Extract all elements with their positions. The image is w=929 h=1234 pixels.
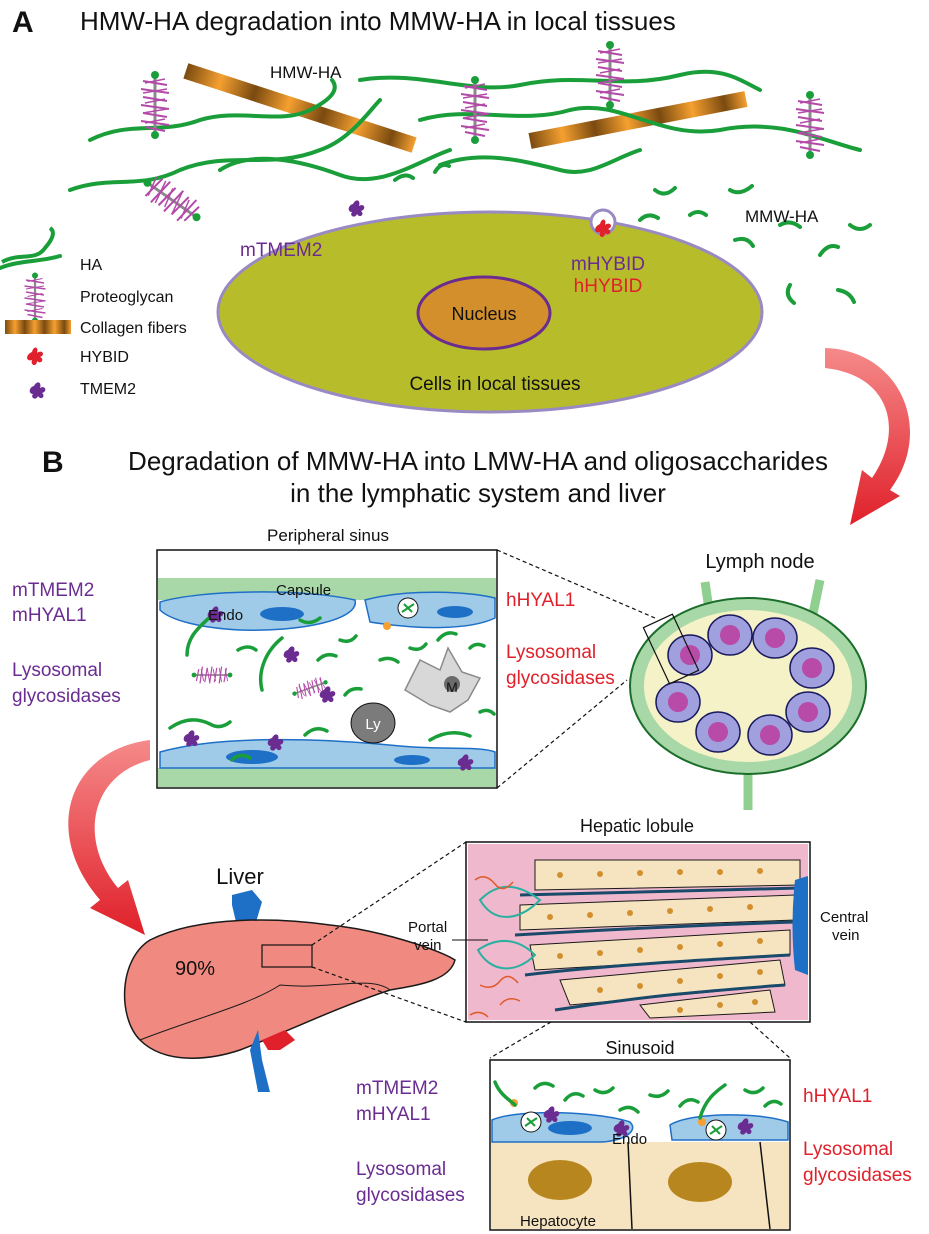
hepatic-lobule — [465, 841, 811, 1023]
mhybid-label: mHYBID — [571, 254, 645, 275]
liver-title: Liver — [216, 864, 264, 889]
peripheral-sinus-title: Peripheral sinus — [267, 526, 389, 545]
ha-icon — [1, 226, 55, 264]
capsule-label: Capsule — [276, 582, 331, 599]
nucleus — [416, 275, 552, 351]
legend-collagen-label: Collagen fibers — [80, 320, 187, 337]
panel-b-title-line2: in the lymphatic system and liver — [290, 478, 666, 508]
sinus-mouse-lyso-1: Lysosomal — [12, 660, 102, 681]
panel-a-letter: A — [12, 6, 34, 39]
mtmem2-label: mTMEM2 — [240, 240, 322, 261]
central-vein-label-1: Central — [820, 909, 868, 926]
sinusoid-mtmem2: mTMEM2 — [356, 1078, 438, 1099]
collagen-icon — [5, 320, 71, 334]
sinusoid-mhyal1: mHYAL1 — [356, 1104, 431, 1125]
capsule-bottom-band — [158, 768, 496, 787]
panel-a-title: HMW-HA degradation into MMW-HA in local … — [80, 6, 676, 36]
proteoglycan-5 — [794, 89, 826, 161]
hhybid-label: hHYBID — [574, 276, 643, 297]
legend-ha-label: HA — [80, 257, 103, 274]
collagen-fiber-1 — [183, 63, 417, 153]
central-vein-label-2: vein — [832, 927, 860, 944]
sinus-mhyal1: mHYAL1 — [12, 605, 87, 626]
legend: HA Proteoglycan Collagen fibers HYBID TM… — [1, 226, 187, 399]
legend-tmem2-label: TMEM2 — [80, 381, 136, 398]
panel-b: B Degradation of MMW-HA into LMW-HA and … — [12, 446, 912, 1231]
tmem2-on-cell — [348, 200, 365, 217]
sinusoid-mouse-lyso-2: glycosidases — [356, 1185, 465, 1206]
hybid-icon — [27, 347, 44, 366]
sinus-mtmem2: mTMEM2 — [12, 580, 94, 601]
legend-hybid-label: HYBID — [80, 349, 129, 366]
liver — [123, 890, 456, 1092]
portal-vein-label-1: Portal — [408, 919, 447, 936]
legend-proteoglycan-label: Proteoglycan — [80, 289, 173, 306]
lymph-node — [629, 579, 867, 810]
sinusoid-mouse-lyso-1: Lysosomal — [356, 1159, 446, 1180]
sinusoid-endo-label: Endo — [612, 1131, 647, 1148]
sinus-mouse-lyso-2: glycosidases — [12, 686, 121, 707]
sinus-hhyal1: hHYAL1 — [506, 590, 575, 611]
portal-vein-label-2: vein — [414, 937, 442, 954]
hepatic-lobule-title: Hepatic lobule — [580, 816, 694, 836]
sinus-human-lyso-1: Lysosomal — [506, 642, 596, 663]
peripheral-sinus-box: Capsule Endo Ly M — [156, 549, 498, 789]
mmw-ha-label: MMW-HA — [745, 207, 819, 226]
hmw-ha-label: HMW-HA — [270, 63, 342, 82]
mmw-ha-fragments — [393, 162, 872, 305]
ly-label: Ly — [365, 716, 381, 733]
sinusoid-human-lyso-1: Lysosomal — [803, 1139, 893, 1160]
lymphocyte — [350, 702, 396, 744]
sinusoid-title: Sinusoid — [605, 1038, 674, 1058]
panel-a: A HMW-HA degradation into MMW-HA in loca… — [0, 6, 910, 525]
liver-percent: 90% — [175, 958, 215, 980]
arrow-to-liver — [68, 740, 150, 935]
panel-b-letter: B — [42, 446, 64, 479]
sinusoid-human-lyso-2: glycosidases — [803, 1165, 912, 1186]
hmw-ha-chains — [0, 69, 862, 270]
proteoglycan-4 — [594, 39, 626, 111]
arrow-to-lymph — [825, 348, 910, 525]
sinusoid-hhyal1: hHYAL1 — [803, 1086, 872, 1107]
tmem2-icon — [29, 382, 46, 399]
m-label: M — [446, 679, 458, 695]
endo-label: Endo — [208, 607, 243, 624]
cell-label: Cells in local tissues — [409, 374, 580, 395]
sinusoid-box: Endo Hepatocyte — [489, 1059, 791, 1231]
sinus-human-lyso-2: glycosidases — [506, 668, 615, 689]
sinusoid-endo-2 — [669, 1114, 789, 1141]
proteoglycan-icon — [23, 271, 47, 325]
nucleus-label: Nucleus — [451, 304, 516, 324]
panel-b-title-line1: Degradation of MMW-HA into LMW-HA and ol… — [128, 446, 828, 476]
hepatocyte-label: Hepatocyte — [520, 1213, 596, 1230]
lymph-node-title: Lymph node — [705, 551, 814, 573]
macrophage — [404, 646, 482, 713]
endo-top-right — [364, 591, 496, 629]
